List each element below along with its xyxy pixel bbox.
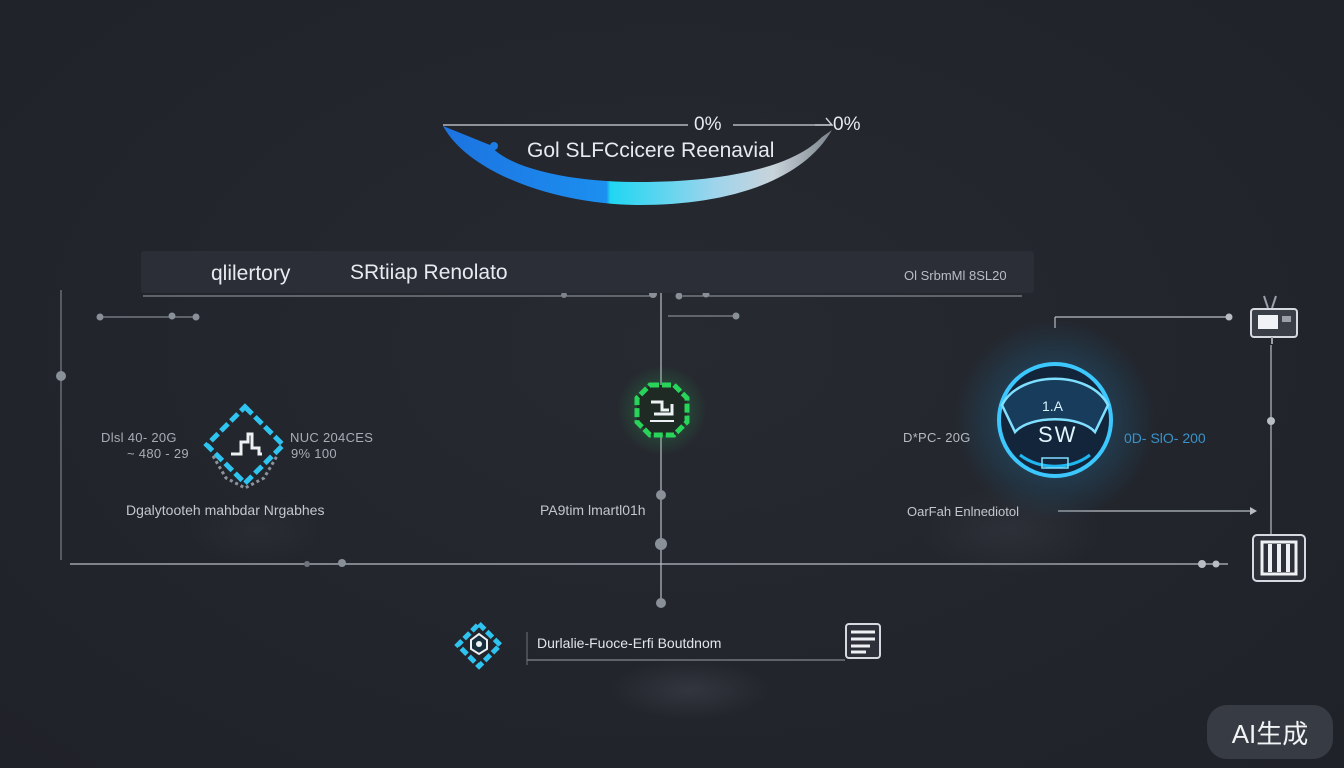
progress-meter — [443, 117, 834, 205]
panel-main-title[interactable]: SRtiiap Renolato — [350, 261, 508, 284]
panel-right-text: Ol SrbmMl 8SL20 — [904, 268, 1007, 283]
shield-check-icon[interactable] — [632, 380, 692, 440]
center-node-label: PA9tim lmartl01h — [540, 502, 646, 518]
right-node-label: OarFah Enlnediotol — [907, 504, 1020, 519]
left-stats-line-2: ~ 480 - 29 — [127, 446, 189, 461]
bottom-item-label[interactable]: Durlalie-Fuoce-Erfi Boutdnom — [537, 635, 722, 651]
projector-icon[interactable] — [1246, 294, 1302, 346]
left-node-label: Dgalytooteh mahbdar Nrgabhes — [126, 502, 325, 518]
header-panel — [141, 251, 1034, 293]
globe-readout-main: SW — [1038, 422, 1078, 447]
left-stats-line-1: Dlsl 40- 20G — [101, 430, 177, 445]
globe-readout-top: 1.A — [1042, 398, 1064, 414]
document-icon[interactable] — [842, 620, 884, 662]
shield-chart-icon[interactable] — [196, 396, 294, 494]
left-stats-line-4: 9% 100 — [291, 446, 337, 461]
right-stats-right: 0D- SlO- 200 — [1124, 430, 1206, 446]
server-icon[interactable] — [1250, 532, 1308, 584]
right-stats-left: D*PC- 20G — [903, 430, 971, 445]
left-stats-line-3: NUC 204CES — [290, 430, 374, 445]
ai-generated-badge: AI生成 — [1207, 705, 1333, 759]
meter-left-percentage: 0% — [694, 114, 722, 135]
panel-left-title[interactable]: qlilertory — [211, 262, 291, 285]
meter-title: Gol SLFCcicere Reenavial — [527, 139, 775, 162]
meter-right-percentage: 0% — [833, 114, 861, 135]
glowing-globe-icon[interactable] — [990, 360, 1120, 480]
shield-lock-icon[interactable] — [450, 620, 506, 670]
